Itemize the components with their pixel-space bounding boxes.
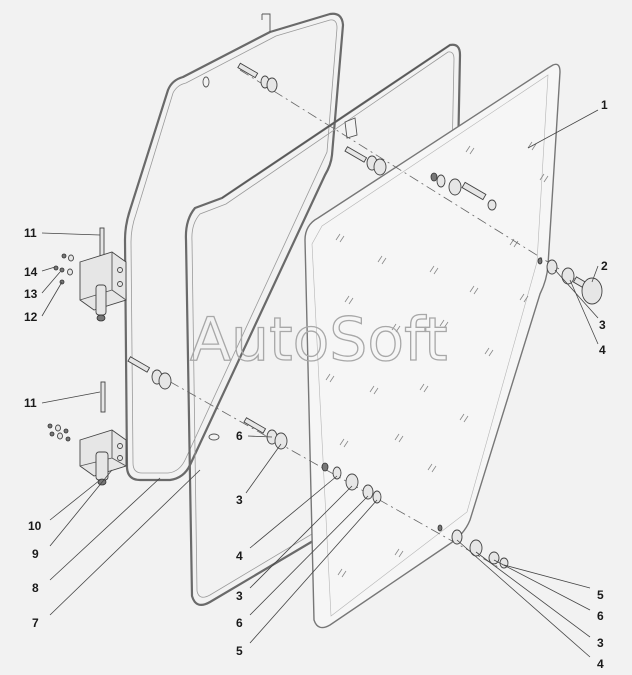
- callout-8: 8: [32, 581, 39, 595]
- callout-4-upper: 4: [599, 343, 606, 357]
- callout-4-mid: 4: [236, 549, 243, 563]
- callout-4-right: 4: [597, 657, 604, 671]
- callout-5-right: 5: [597, 588, 604, 602]
- lower-hinge: [47, 381, 127, 486]
- callout-2: 2: [601, 259, 608, 273]
- assembly-axes: [134, 69, 581, 569]
- door-frame: [123, 12, 345, 482]
- lower-fasteners: [127, 356, 509, 569]
- upper-hinge: [53, 227, 127, 322]
- callout-11-lower: 11: [24, 396, 37, 410]
- callout-3-left: 3: [236, 493, 243, 507]
- callout-5-mid: 5: [236, 644, 243, 658]
- upper-fasteners: [237, 62, 603, 305]
- callout-9: 9: [32, 547, 39, 561]
- callout-3-mid: 3: [236, 589, 243, 603]
- callout-6-right: 6: [597, 609, 604, 623]
- callout-1: 1: [601, 98, 608, 112]
- callout-3-upper: 3: [599, 318, 606, 332]
- callout-7: 7: [32, 616, 39, 630]
- callout-labels: 1 2 3 4 11 14 13 12 11 6 3 10 9 4 8 3 7 …: [24, 98, 608, 671]
- callout-12: 12: [24, 310, 38, 324]
- leader-lines: [41, 109, 599, 658]
- callout-6-left: 6: [236, 429, 243, 443]
- callout-13: 13: [24, 287, 38, 301]
- callout-3-right: 3: [597, 636, 604, 650]
- callout-11-upper: 11: [24, 226, 37, 240]
- autosoft-watermark: AutoSoft: [190, 305, 448, 375]
- callout-6-mid: 6: [236, 616, 243, 630]
- callout-10: 10: [28, 519, 42, 533]
- callout-14: 14: [24, 265, 38, 279]
